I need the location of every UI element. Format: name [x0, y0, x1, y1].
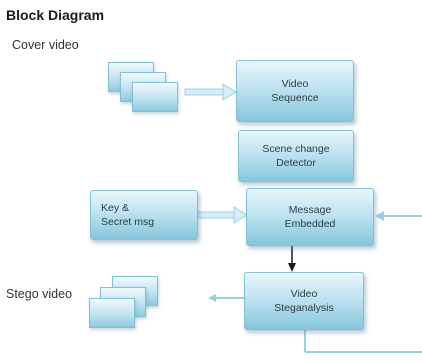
stego-video-frame [89, 298, 135, 328]
video-steganalysis-line2: Steganalysis [274, 302, 334, 314]
feedback-loop-line [304, 330, 422, 353]
video-steganalysis-line1: Video [290, 288, 318, 300]
cover-to-sequence-arrow [184, 83, 237, 101]
key-secret-msg-box: Key & Secret msg [90, 190, 198, 240]
key-secret-line2: Secret msg [101, 216, 155, 228]
key-secret-line1: Key & [101, 202, 130, 214]
cover-video-frame [132, 82, 178, 112]
steganalysis-to-stego-arrow [208, 294, 244, 302]
scene-change-detector-box: Scene change Detector [238, 130, 354, 182]
stego-video-label: Stego video [6, 287, 73, 301]
scene-change-line1: Scene change [262, 143, 330, 155]
scene-change-line2: Detector [276, 157, 316, 169]
feedback-in-arrow [375, 211, 422, 221]
video-sequence-line1: Video [281, 78, 309, 90]
video-sequence-box: Video Sequence [236, 60, 354, 122]
key-to-embedded-arrow [197, 206, 248, 224]
video-sequence-line2: Sequence [271, 92, 319, 104]
embedded-to-steganalysis-arrow [288, 246, 296, 272]
message-embedded-box: Message Embedded [246, 188, 374, 246]
message-embedded-line1: Message [288, 204, 332, 216]
message-embedded-line2: Embedded [284, 218, 336, 230]
cover-video-label: Cover video [12, 38, 79, 52]
diagram-title: Block Diagram [6, 7, 105, 23]
video-steganalysis-box: Video Steganalysis [244, 272, 364, 330]
